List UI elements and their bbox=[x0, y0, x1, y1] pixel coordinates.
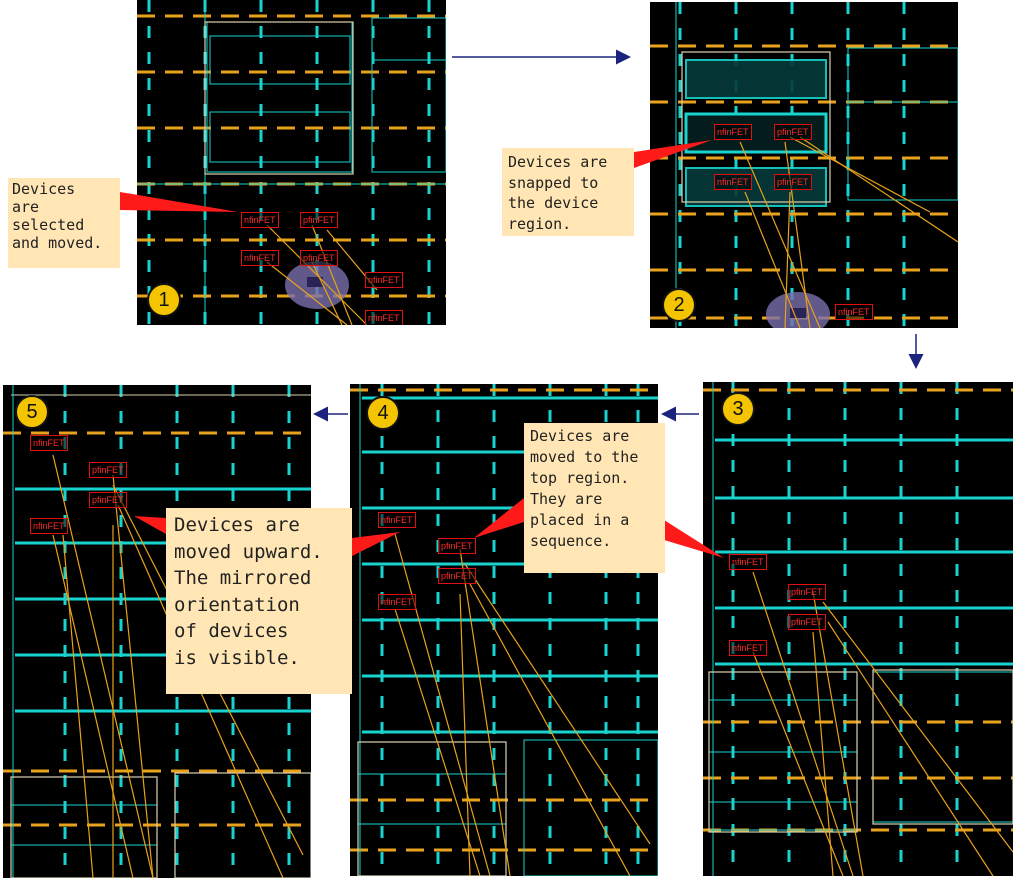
device-nfinfet[interactable]: nfinFET bbox=[378, 512, 416, 528]
step-1-badge: 1 bbox=[147, 283, 181, 317]
device-pfinfet[interactable]: pfinFET bbox=[774, 174, 812, 190]
step-2-layout bbox=[650, 2, 958, 328]
step-3-layout bbox=[703, 382, 1013, 876]
step-3-badge: 3 bbox=[721, 392, 755, 426]
device-nfinfet[interactable]: nfinFET bbox=[714, 174, 752, 190]
step-2-panel: nfinFET pfinFET nfinFET pfinFET nfinFET … bbox=[650, 2, 958, 328]
step-4-badge: 4 bbox=[366, 396, 400, 430]
device-pfinfet[interactable]: pfinFET bbox=[438, 538, 476, 554]
step-5-badge: 5 bbox=[15, 395, 49, 429]
device-pfinfet[interactable]: pfinFET bbox=[438, 568, 476, 584]
device-pfinfet[interactable]: pfinFET bbox=[89, 492, 127, 508]
device-nfinfet[interactable]: nfinFET bbox=[241, 212, 279, 228]
device-pfinfet[interactable]: pfinFET bbox=[788, 584, 826, 600]
device-nfinfet[interactable]: nfinFET bbox=[365, 310, 403, 325]
device-pfinfet[interactable]: pfinFET bbox=[300, 212, 338, 228]
device-nfinfet[interactable]: nfinFET bbox=[714, 124, 752, 140]
device-nfinfet[interactable]: nfinFET bbox=[729, 554, 767, 570]
step-5-caption: Devices are moved upward. The mirrored o… bbox=[166, 508, 352, 694]
device-nfinfet[interactable]: nfinFET bbox=[729, 640, 767, 656]
step-3-panel: nfinFET pfinFET pfinFET nfinFET 3 bbox=[703, 382, 1013, 876]
device-pfinfet[interactable]: pfinFET bbox=[788, 614, 826, 630]
step-1-layout bbox=[137, 0, 446, 325]
device-pfinfet[interactable]: pfinFET bbox=[89, 462, 127, 478]
device-nfinfet[interactable]: nfinFET bbox=[835, 304, 873, 320]
step-2-badge: 2 bbox=[662, 288, 696, 322]
device-nfinfet[interactable]: nfinFET bbox=[241, 250, 279, 266]
step-2-caption: Devices are snapped to the device region… bbox=[502, 148, 634, 236]
device-nfinfet[interactable]: nfinFET bbox=[378, 594, 416, 610]
device-pfinfet[interactable]: pfinFET bbox=[774, 124, 812, 140]
step-1-caption: Devices are selected and moved. bbox=[8, 178, 120, 268]
step-3-caption: Devices are moved to the top region. The… bbox=[524, 423, 665, 573]
device-nfinfet[interactable]: nfinFET bbox=[365, 272, 403, 288]
device-pfinfet[interactable]: pfinFET bbox=[300, 250, 338, 266]
device-nfinfet[interactable]: nfinFET bbox=[30, 435, 68, 451]
device-nfinfet[interactable]: nfinFET bbox=[30, 518, 68, 534]
step-1-panel: nfinFET pfinFET nfinFET pfinFET nfinFET … bbox=[137, 0, 446, 325]
